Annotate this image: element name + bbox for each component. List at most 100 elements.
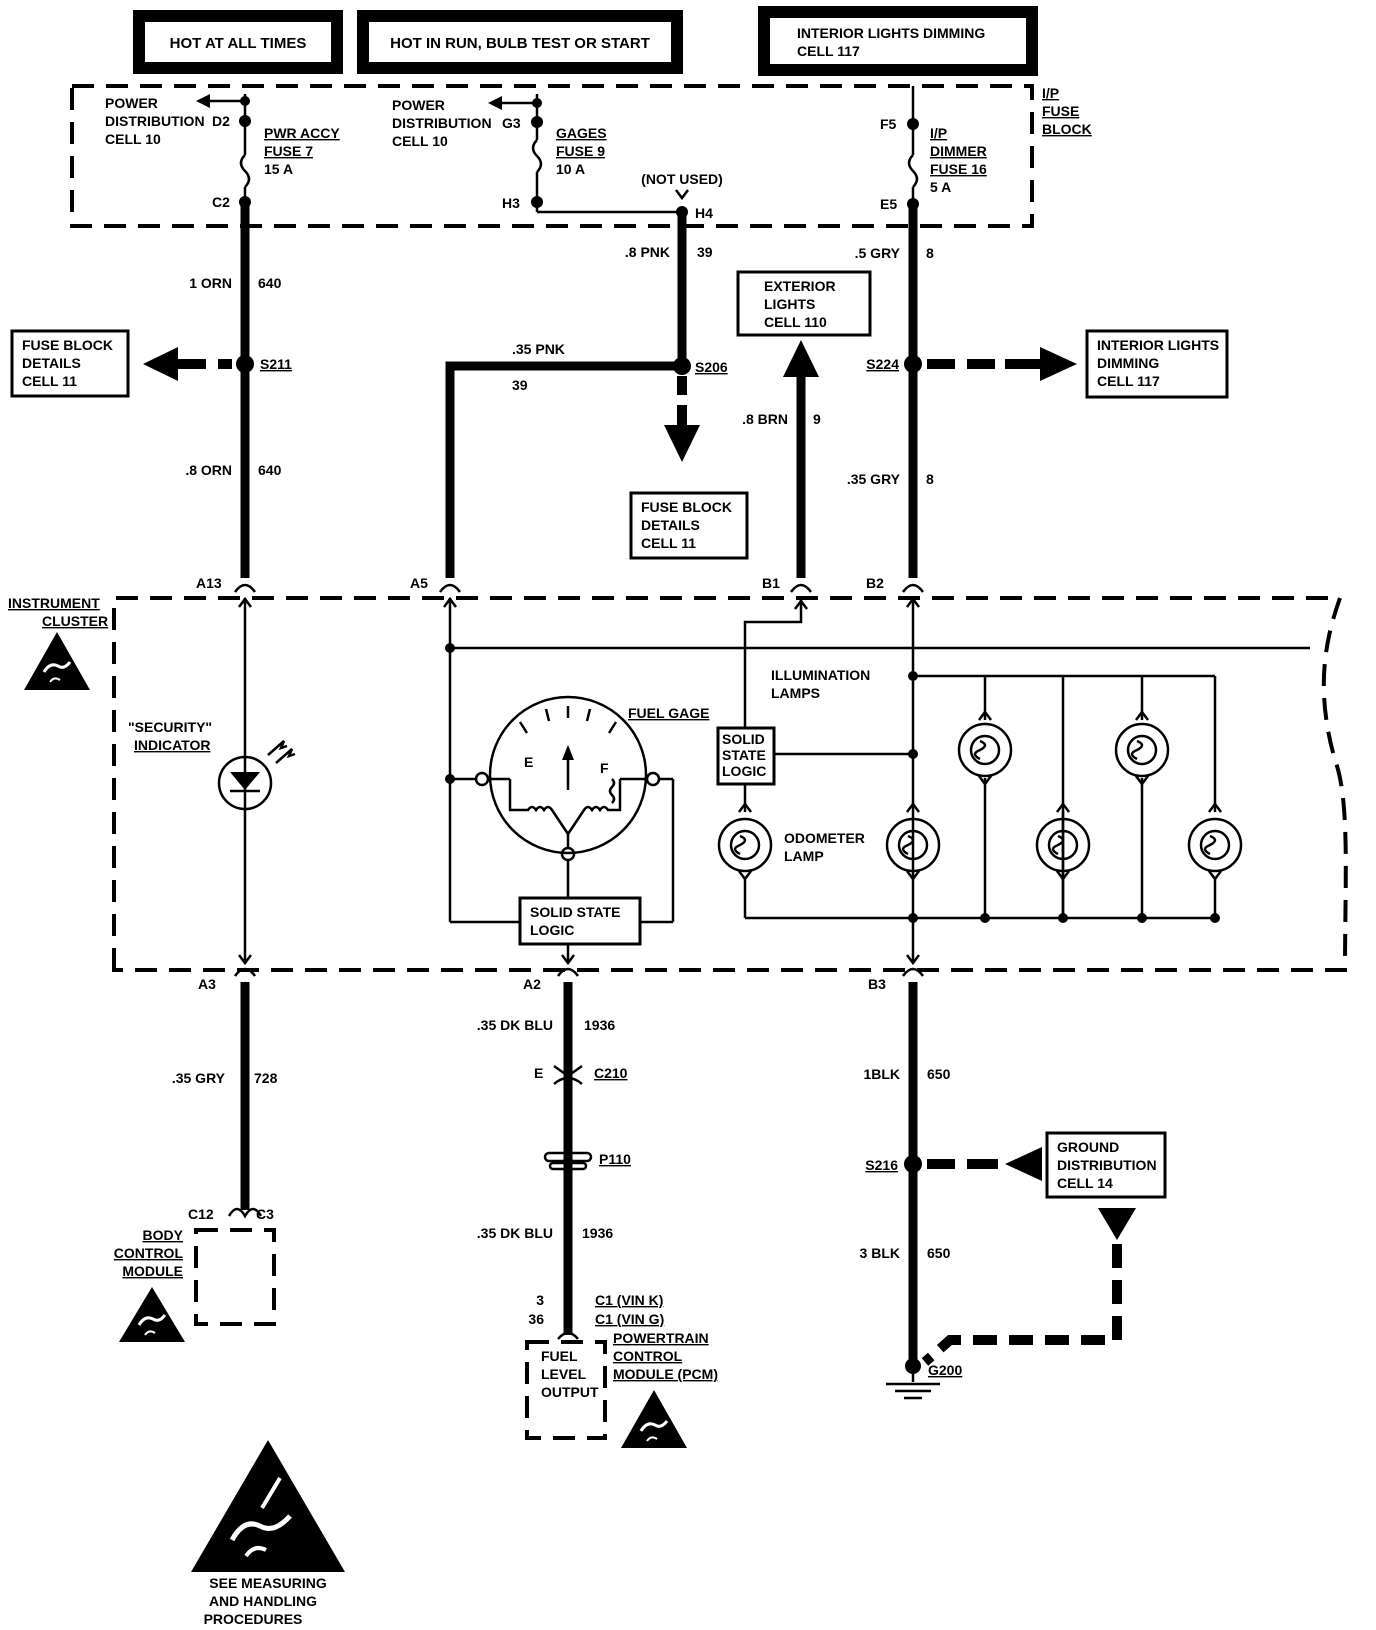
illumination-lamp-1 [885,801,941,882]
svg-text:FUSE BLOCK: FUSE BLOCK [22,337,113,353]
esd-warning-icon-bcm [119,1287,185,1342]
svg-text:"SECURITY": "SECURITY" [128,719,212,735]
svg-text:I/P: I/P [1042,85,1059,101]
svg-text:S216: S216 [865,1157,898,1173]
lamp-bus [743,596,1220,963]
illumination-lamp-3 [1035,801,1091,882]
svg-text:EXTERIOR: EXTERIOR [764,278,836,294]
svg-text:D2: D2 [212,113,230,129]
body-control-module: C12 C3 BODY CONTROL MODULE [114,1206,276,1326]
svg-text:LAMPS: LAMPS [771,685,820,701]
splice-s216: S216 [865,1147,1042,1181]
svg-text:.35 GRY: .35 GRY [172,1070,226,1086]
instrument-cluster-outline [112,596,1348,972]
svg-text:C3: C3 [256,1206,274,1222]
fuse-block-outline [70,84,1034,228]
svg-text:SOLID: SOLID [722,731,765,747]
wire-650-labels: 1BLK 650 3 BLK 650 [860,1066,951,1261]
splice-s224: S224 [866,347,1077,381]
header-hot-in-run: HOT IN RUN, BULB TEST OR START [357,10,683,74]
svg-text:B1: B1 [762,575,780,591]
svg-text:FUSE 9: FUSE 9 [556,143,605,159]
svg-text:.35 DK BLU: .35 DK BLU [477,1225,553,1241]
wire-39-labels: .8 PNK 39 .35 PNK 39 [512,244,713,393]
svg-text:CELL 117: CELL 117 [1097,373,1160,389]
svg-text:.8 BRN: .8 BRN [742,411,788,427]
svg-text:I/P: I/P [930,125,947,141]
svg-text:640: 640 [258,462,282,478]
svg-text:CLUSTER: CLUSTER [42,613,108,629]
svg-text:S206: S206 [695,359,728,375]
svg-text:FUSE 7: FUSE 7 [264,143,313,159]
svg-text:CELL 11: CELL 11 [22,373,77,389]
svg-text:5 A: 5 A [930,179,951,195]
svg-text:MODULE: MODULE [122,1263,183,1279]
illumination-lamps-label: ILLUMINATION LAMPS [771,667,870,701]
svg-text:C210: C210 [594,1065,628,1081]
power-distribution-ref-1: POWER DISTRIBUTION CELL 10 [105,95,205,147]
svg-text:39: 39 [697,244,713,260]
svg-text:POWER: POWER [392,97,445,113]
svg-text:C12: C12 [188,1206,214,1222]
svg-text:650: 650 [927,1066,951,1082]
ground-g200: G200 [886,1358,962,1400]
header-hot-at-all-times: HOT AT ALL TIMES [133,10,343,74]
svg-text:PWR ACCY: PWR ACCY [264,125,340,141]
fuse-9: G3 H3 H4 GAGES FUSE 9 10 A (NOT USED) [488,94,723,221]
svg-text:LOGIC: LOGIC [722,763,766,779]
svg-text:1936: 1936 [584,1017,615,1033]
svg-text:F5: F5 [880,116,897,132]
svg-text:ILLUMINATION: ILLUMINATION [771,667,870,683]
power-distribution-ref-2: POWER DISTRIBUTION CELL 10 [392,97,492,149]
svg-text:LOGIC: LOGIC [530,922,574,938]
svg-text:DISTRIBUTION: DISTRIBUTION [392,115,492,131]
svg-text:FUSE 16: FUSE 16 [930,161,987,177]
svg-text:B2: B2 [866,575,884,591]
illumination-lamp-5 [1187,801,1243,882]
svg-text:728: 728 [254,1070,278,1086]
svg-text:E5: E5 [880,196,897,212]
arrow-to-exterior-lights [783,340,819,377]
svg-text:.5 GRY: .5 GRY [855,245,901,261]
svg-text:.8 PNK: .8 PNK [625,244,670,260]
svg-text:640: 640 [258,275,282,291]
svg-text:CELL 10: CELL 10 [392,133,448,149]
illumination-lamp-4 [1114,709,1170,787]
wire-728-labels: .35 GRY 728 [172,1070,278,1086]
svg-text:SEE MEASURING: SEE MEASURING [209,1575,327,1591]
wire-9-labels: .8 BRN 9 [742,411,821,427]
ref-interior-dimming-right: INTERIOR LIGHTS DIMMING CELL 117 [1085,329,1229,399]
svg-text:STATE: STATE [722,747,766,763]
svg-text:8: 8 [926,245,934,261]
svg-text:CONTROL: CONTROL [613,1348,683,1364]
connector-c210: E C210 [534,1064,628,1085]
svg-text:DIMMING: DIMMING [1097,355,1159,371]
svg-text:A5: A5 [410,575,428,591]
svg-text:C1 (VIN K): C1 (VIN K) [595,1292,663,1308]
svg-text:E: E [534,1065,543,1081]
esd-warning-icon-large [191,1440,345,1572]
svg-text:1BLK: 1BLK [863,1066,900,1082]
svg-text:LIGHTS: LIGHTS [764,296,815,312]
svg-text:FUEL GAGE: FUEL GAGE [628,705,709,721]
svg-text:1 ORN: 1 ORN [189,275,232,291]
svg-text:10 A: 10 A [556,161,585,177]
svg-text:39: 39 [512,377,528,393]
svg-text:CELL 10: CELL 10 [105,131,161,147]
svg-text:8: 8 [926,471,934,487]
svg-text:POWER: POWER [105,95,158,111]
svg-text:DETAILS: DETAILS [641,517,700,533]
svg-text:CELL 117: CELL 117 [797,43,860,59]
ref-ground-distribution: GROUND DISTRIBUTION CELL 14 [921,1131,1167,1366]
svg-text:A2: A2 [523,976,541,992]
svg-text:G200: G200 [928,1362,962,1378]
svg-text:FUEL: FUEL [541,1348,578,1364]
svg-text:S211: S211 [260,356,292,372]
ref-fuse-block-details-left: FUSE BLOCK DETAILS CELL 11 [10,329,130,398]
header-interior-dimming: INTERIOR LIGHTS DIMMING CELL 117 [758,6,1038,76]
svg-text:15 A: 15 A [264,161,293,177]
svg-text:INDICATOR: INDICATOR [134,737,210,753]
svg-text:BODY: BODY [143,1227,184,1243]
svg-text:G3: G3 [502,115,521,131]
svg-text:S224: S224 [866,356,899,372]
